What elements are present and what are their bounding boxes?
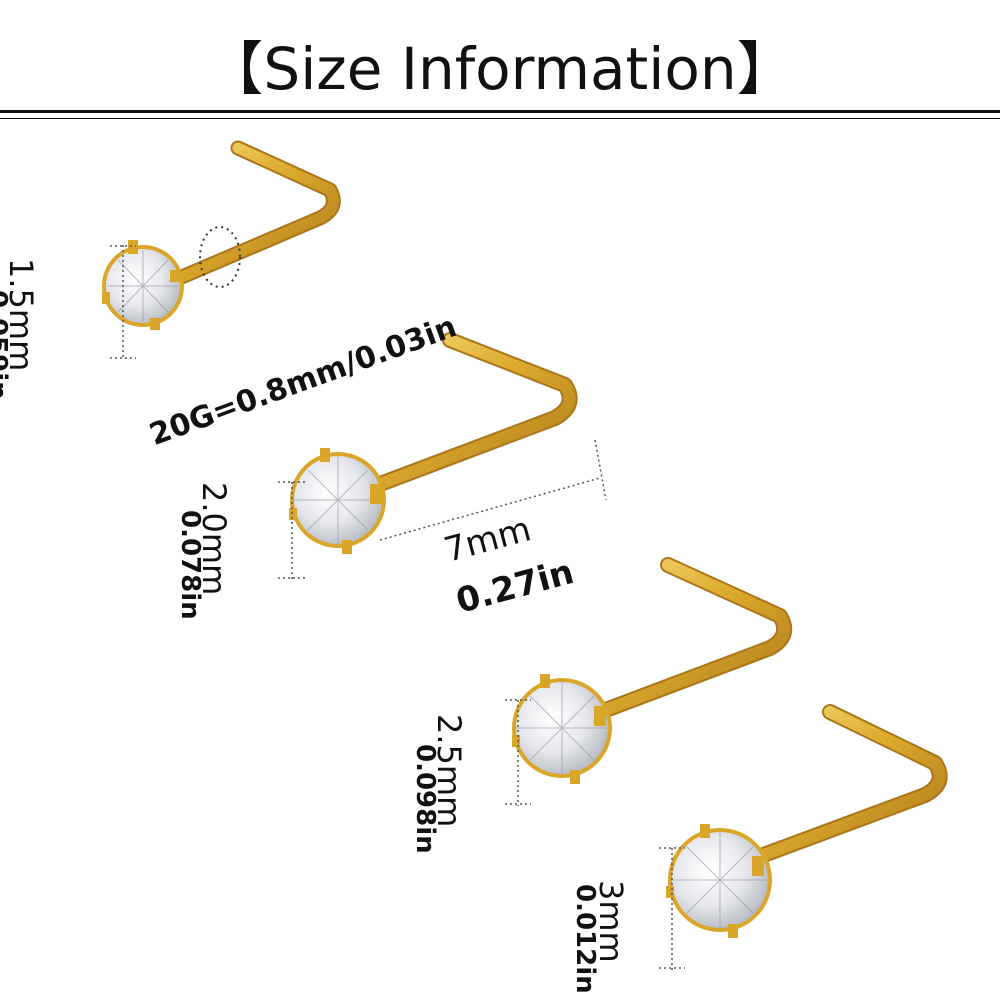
stud-1-size-in: 0.059in bbox=[0, 290, 12, 400]
title-divider bbox=[0, 110, 1000, 113]
stud-2-size-in: 0.078in bbox=[175, 510, 205, 620]
stud-3-size-in: 0.098in bbox=[410, 744, 440, 854]
page-title: 【Size Information】 bbox=[205, 35, 795, 103]
nose-stud-3mm bbox=[659, 704, 948, 970]
nose-stud-1-5mm bbox=[102, 140, 341, 360]
title-divider-thin bbox=[0, 118, 1000, 119]
nose-stud-2-0mm bbox=[278, 332, 607, 580]
stud-4-size-in: 0.012in bbox=[570, 884, 600, 994]
nose-stud-2-5mm bbox=[505, 557, 793, 806]
